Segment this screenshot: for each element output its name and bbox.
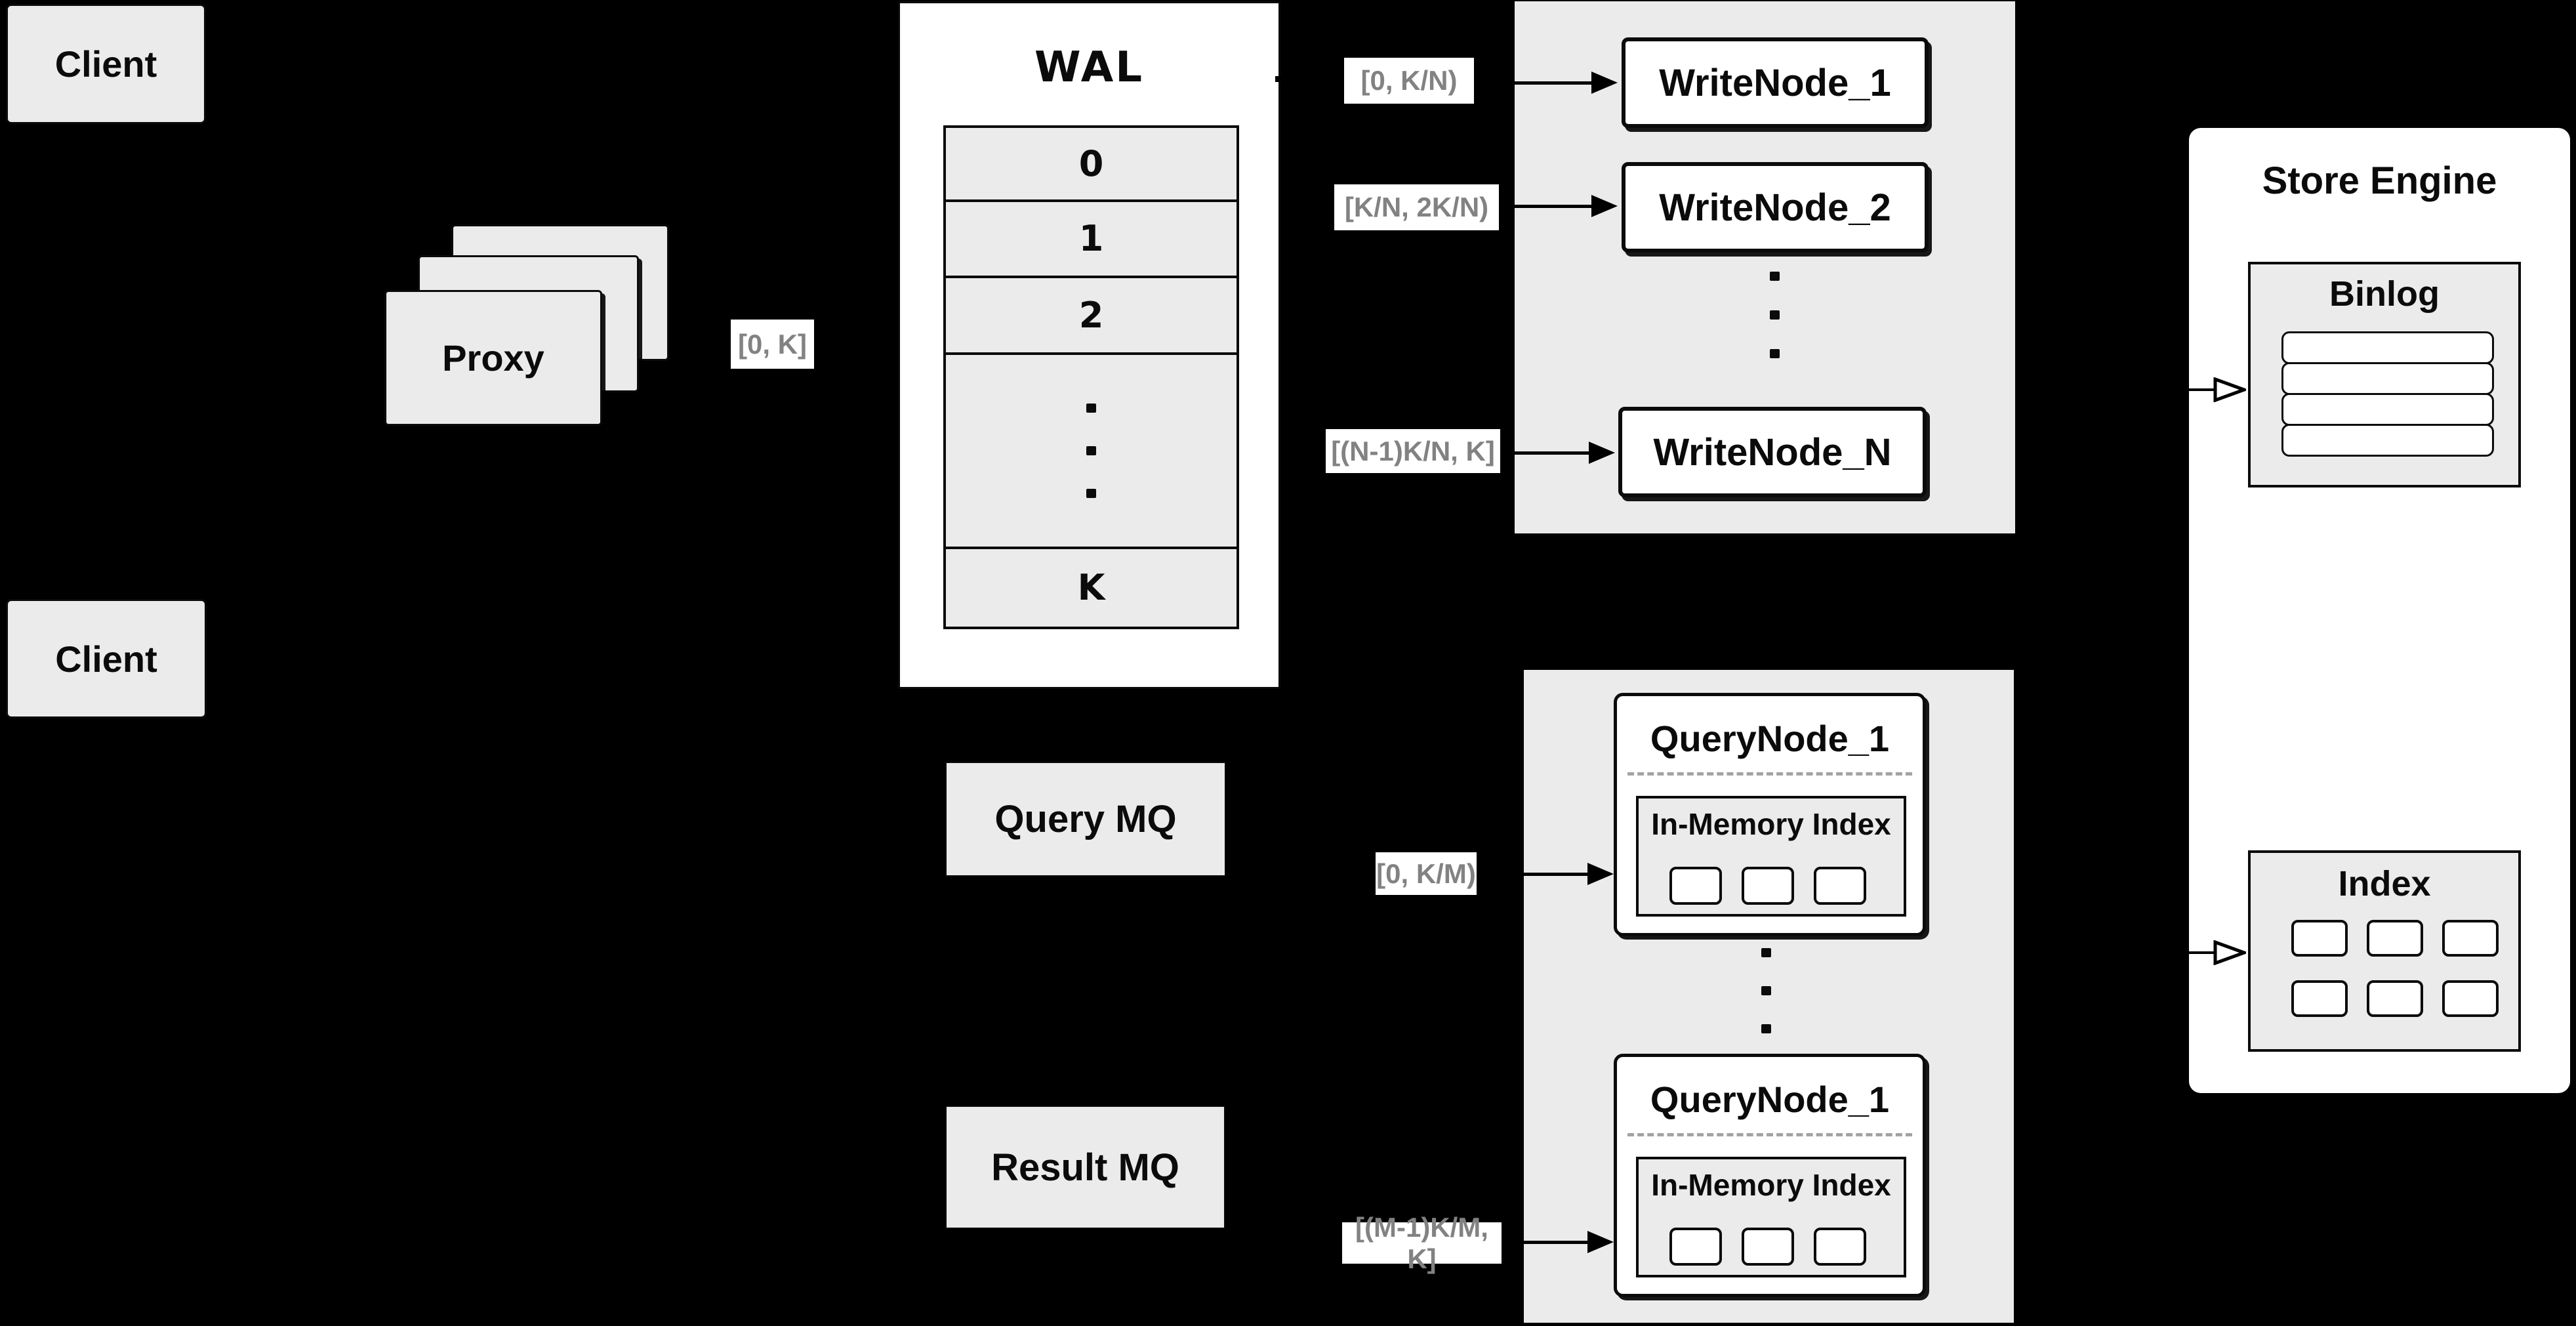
- client-box-bottom: Client: [6, 599, 207, 718]
- index-cell: [2291, 920, 2348, 957]
- query-node-top-box: QueryNode_1 In-Memory Index: [1614, 693, 1926, 936]
- arrow-head-write-2-icon: [1591, 195, 1618, 217]
- in-memory-index-box: In-Memory Index: [1636, 1157, 1906, 1277]
- arrow-head-write-n-icon: [1589, 442, 1615, 464]
- index-cell: [2367, 980, 2423, 1017]
- wal-row-2: 2: [946, 276, 1237, 352]
- query-node-separator: [1627, 772, 1912, 776]
- arrow-line-binlog: [2145, 388, 2216, 391]
- result-mq-box: Result MQ: [945, 1106, 1225, 1229]
- query-mq-box: Query MQ: [945, 762, 1226, 877]
- range-label-write-n: [(N-1)K/N, K]: [1326, 429, 1500, 473]
- in-memory-cell: [1814, 1228, 1866, 1266]
- proxy-card-front: Proxy: [384, 290, 602, 426]
- query-node-bottom-box: QueryNode_1 In-Memory Index: [1614, 1054, 1926, 1297]
- wal-row-1: 1: [946, 199, 1237, 276]
- binlog-row: [2281, 393, 2494, 426]
- in-memory-cell: [1669, 867, 1722, 905]
- client-box-top: Client: [6, 4, 206, 124]
- in-memory-cell: [1814, 867, 1866, 905]
- in-memory-cell: [1742, 867, 1794, 905]
- index-cell: [2442, 980, 2499, 1017]
- in-memory-index-box: In-Memory Index: [1636, 796, 1906, 917]
- write-node-1-box: WriteNode_1: [1622, 37, 1929, 128]
- client-box-top-label: Client: [54, 43, 157, 85]
- range-label-query-m: [(M-1)K/M, K]: [1342, 1212, 1502, 1274]
- in-memory-index-title: In-Memory Index: [1651, 1168, 1891, 1202]
- wal-row-0: 0: [946, 128, 1237, 199]
- range-label-write-1: [0, K/N): [1344, 58, 1474, 104]
- arrow-line-write-2: [1499, 205, 1593, 208]
- store-engine-panel: Store Engine Binlog Index: [2189, 128, 2570, 1093]
- query-node-top-title: QueryNode_1: [1650, 717, 1890, 759]
- arrow-line-query-m: [1502, 1241, 1589, 1244]
- range-label-write-2: [K/N, 2K/N): [1334, 184, 1499, 230]
- arrow-head-binlog-open-icon: [2213, 377, 2246, 402]
- query-node-bottom-title: QueryNode_1: [1650, 1078, 1890, 1120]
- arrow-line-index: [2145, 951, 2216, 954]
- index-grid: [2291, 920, 2499, 1017]
- binlog-row: [2281, 362, 2494, 395]
- write-node-n-box: WriteNode_N: [1618, 407, 1927, 497]
- arrow-head-query-m-icon: [1587, 1231, 1614, 1253]
- arrow-line-write-n: [1500, 451, 1591, 455]
- wal-row-ellipsis: [946, 352, 1237, 547]
- proxy-label: Proxy: [442, 337, 544, 379]
- wal-table: 0 1 2 K: [943, 125, 1239, 629]
- wal-row-k: K: [946, 546, 1237, 627]
- in-memory-cell: [1742, 1228, 1794, 1266]
- client-box-bottom-label: Client: [55, 638, 157, 680]
- wal-title: WAL: [1034, 43, 1145, 92]
- query-node-separator: [1627, 1133, 1912, 1136]
- arrow-head-query-1-icon: [1587, 863, 1614, 885]
- index-title: Index: [2338, 864, 2431, 903]
- vertical-ellipsis-icon: [1086, 403, 1096, 498]
- arrow-line-write-1: [1474, 81, 1593, 85]
- range-label-query-1: [0, K/M): [1376, 852, 1477, 895]
- binlog-box: Binlog: [2248, 262, 2521, 487]
- in-memory-cell: [1669, 1228, 1722, 1266]
- in-memory-cells: [1669, 867, 1866, 905]
- write-node-ellipsis-icon: [1770, 272, 1780, 358]
- in-memory-index-title: In-Memory Index: [1651, 807, 1891, 841]
- binlog-rows: [2281, 331, 2494, 457]
- range-label-proxy-out: [0, K]: [731, 320, 814, 369]
- index-cell: [2367, 920, 2423, 957]
- write-node-2-box: WriteNode_2: [1622, 162, 1929, 253]
- arrow-head-write-1-icon: [1591, 72, 1618, 94]
- index-cell: [2442, 920, 2499, 957]
- wal-edge-arrow-stub: [1275, 76, 1282, 82]
- binlog-row: [2281, 424, 2494, 457]
- in-memory-cells: [1669, 1228, 1866, 1266]
- arrow-head-index-open-icon: [2213, 940, 2246, 965]
- index-cell: [2291, 980, 2348, 1017]
- query-node-ellipsis-icon: [1761, 948, 1771, 1033]
- binlog-row: [2281, 331, 2494, 364]
- arrow-line-query-1: [1477, 873, 1589, 876]
- wal-panel: WAL 0 1 2 K: [898, 1, 1280, 689]
- index-box: Index: [2248, 850, 2521, 1052]
- store-engine-title: Store Engine: [2262, 159, 2497, 202]
- binlog-title: Binlog: [2329, 274, 2440, 314]
